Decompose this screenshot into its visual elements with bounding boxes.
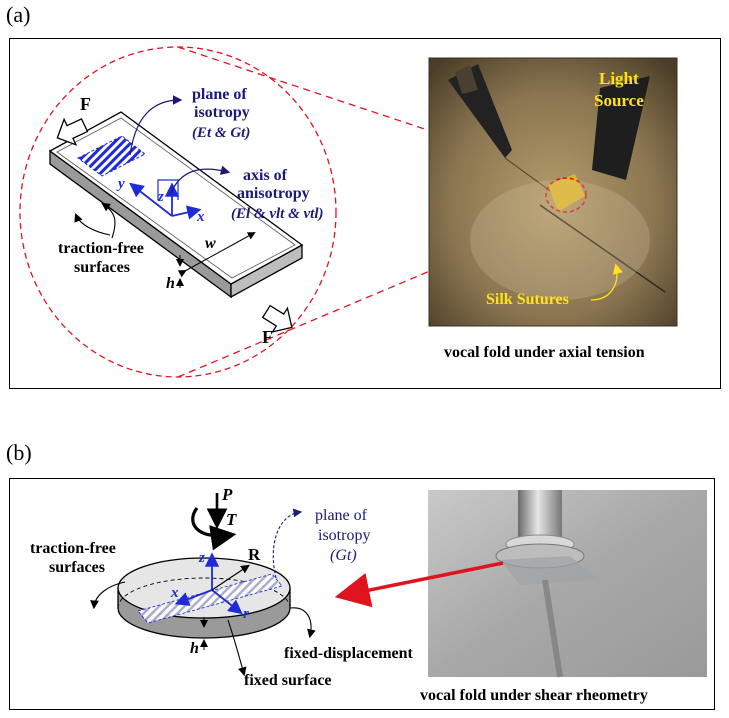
radius-arrow (211, 564, 250, 591)
plane-isotropy-label-a-line2: isotropy (194, 104, 250, 121)
pointer-fixed-displacement (289, 607, 316, 639)
axis-anisotropy-params: (El & νlt & νtl) (231, 206, 323, 222)
force-label-top: F (80, 94, 91, 114)
pointer-plane-isotropy-b (272, 508, 303, 579)
traction-free-label-a-line2: surfaces (74, 259, 130, 276)
fixed-displacement-label: fixed-displacement (284, 645, 414, 662)
width-dimension (177, 232, 256, 278)
fixed-surface-label: fixed surface (244, 672, 332, 689)
panel-a-frame (9, 38, 721, 389)
axis-anisotropy-label-line2: anisotropy (237, 185, 310, 202)
pointer-traction-free-1 (74, 212, 111, 236)
axis-anisotropy-label-line1: axis of (243, 167, 288, 184)
axis-z-label-a: z (157, 189, 164, 205)
photo-axial-tension (428, 57, 678, 327)
width-label: w (205, 235, 216, 252)
plane-isotropy-params-a: (Et & Gt) (192, 125, 250, 141)
light-source-label-line1: Light (599, 69, 639, 88)
axis-r-label-b: r (243, 606, 249, 622)
pointer-axis-anisotropy-a (169, 165, 231, 196)
pointer-traction-free-b (90, 581, 126, 610)
thickness-label-a: h (166, 275, 175, 292)
thickness-label-b: h (190, 640, 199, 657)
pointer-traction-free-2 (101, 202, 116, 239)
torque-label-t: T (226, 510, 237, 529)
silk-sutures-pointer (590, 263, 623, 301)
radius-label: R (248, 545, 261, 564)
torque-arrow-t (191, 507, 237, 551)
plane-isotropy-label-b-line2: isotropy (318, 527, 370, 544)
photo-caption-a: vocal fold under axial tension (444, 344, 645, 361)
axis-z-label-b: z (198, 550, 205, 566)
panel-b-frame (9, 478, 715, 710)
traction-free-label-b-line2: surfaces (49, 559, 105, 576)
traction-free-label-a-line1: traction-free (58, 240, 144, 257)
force-arrow-top (56, 117, 89, 146)
red-pointer-arrow (334, 561, 504, 608)
plane-isotropy-label-a-line1: plane of (192, 86, 247, 103)
axis-x-label-b: x (170, 585, 179, 601)
force-arrow-bottom (261, 304, 293, 333)
force-label-bottom: F (262, 327, 273, 347)
silk-sutures-label: Silk Sutures (486, 291, 569, 308)
photo-shear-rheometry (428, 490, 707, 678)
plane-isotropy-label-b-line1: plane of (315, 507, 368, 524)
light-source-label-line2: Source (594, 91, 644, 110)
axis-y-label-a: y (116, 176, 125, 192)
pointer-fixed-surface (227, 619, 247, 677)
pointer-plane-isotropy-a (129, 95, 183, 156)
panel-b-label: (b) (6, 440, 32, 465)
plane-isotropy-params-b: (Gt) (330, 547, 357, 564)
axes-b (174, 552, 243, 615)
load-label-p: P (221, 485, 233, 504)
panel-a-label: (a) (6, 2, 31, 27)
traction-free-label-b-line1: traction-free (30, 540, 116, 557)
axis-x-label-a: x (196, 209, 205, 225)
photo-caption-b: vocal fold under shear rheometry (420, 687, 648, 704)
